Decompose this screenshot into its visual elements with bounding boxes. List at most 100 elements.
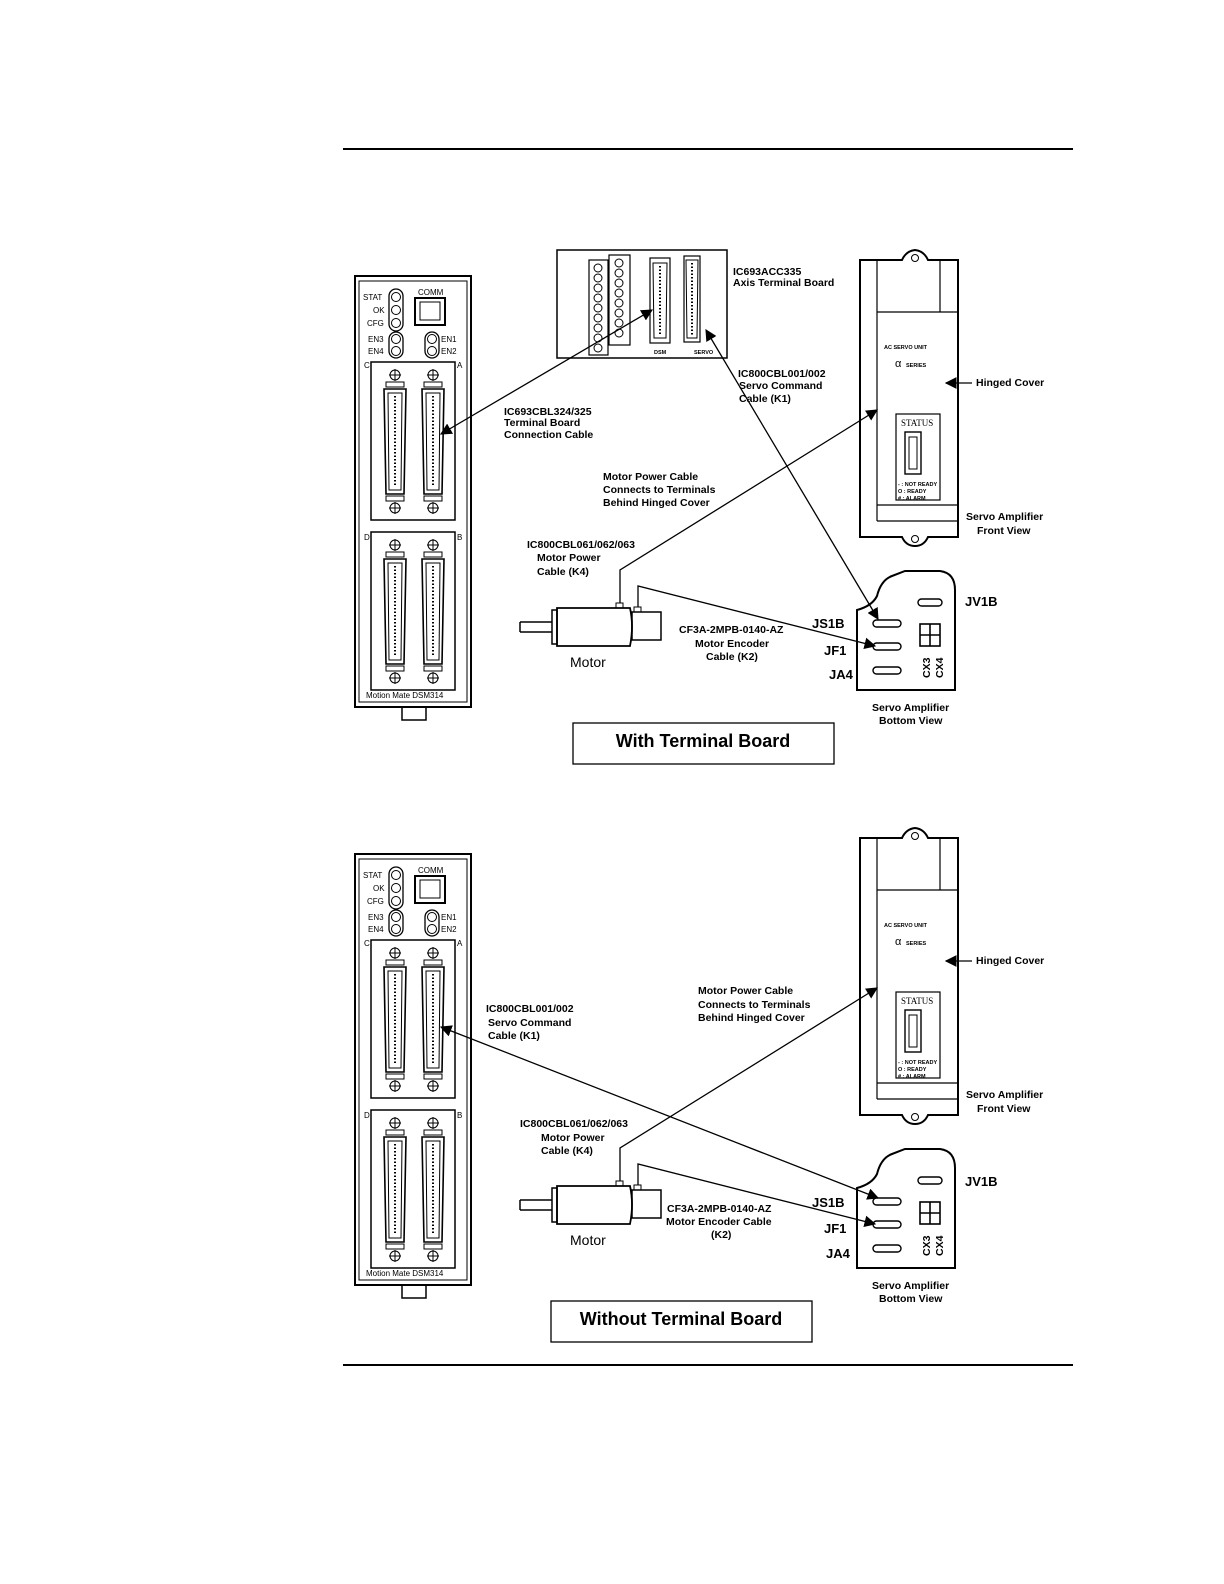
servo-cmd-part-number: IC800CBL001/002 (486, 1003, 574, 1015)
cx4-label: CX4 (934, 657, 946, 678)
motor-power-cable-line (619, 409, 878, 603)
terminal-board-part-number: IC693ACC335 (733, 266, 801, 278)
bottom-view-label-1: Servo Amplifier (872, 1280, 949, 1292)
motor-power-cable-part: IC800CBL061/062/063 (520, 1118, 628, 1130)
dsm-comm-label: COMM (418, 866, 444, 875)
cx3-label: CX3 (921, 1235, 933, 1256)
encoder-part-number: CF3A-2MPB-0140-AZ (667, 1203, 772, 1215)
amp-alarm-label: # : ALARM (898, 496, 926, 502)
dsm-model-label: Motion Mate DSM314 (366, 1269, 444, 1278)
dsm-en1-label: EN1 (441, 913, 457, 922)
servo-cmd-name: Servo Command (739, 380, 822, 392)
title-box (550, 1300, 813, 1343)
amp-alpha-label: α (895, 936, 902, 948)
cx3-label: CX3 (921, 657, 933, 678)
bottom-view-label-2: Bottom View (879, 715, 943, 727)
diagram-title: Without Terminal Board (580, 1309, 783, 1329)
dsm-port-a-label: A (457, 939, 463, 948)
dsm-stat-label: STAT (363, 293, 382, 302)
motor (519, 602, 662, 647)
motor-power-note-1: Motor Power Cable (603, 471, 698, 483)
dsm-model-label: Motion Mate DSM314 (366, 691, 444, 700)
dsm-port-c-label: C (364, 939, 370, 948)
front-view-label-1: Servo Amplifier (966, 511, 1043, 523)
jf1-label: JF1 (824, 643, 846, 658)
amp-not-ready-label: - : NOT READY (898, 1060, 937, 1066)
front-view-label-2: Front View (977, 1103, 1031, 1115)
title-box (572, 722, 835, 765)
encoder-cable-line (637, 1163, 877, 1228)
top-rule (343, 148, 1073, 150)
amp-alpha-label: α (895, 358, 902, 370)
tb-servo-label: SERVO (694, 350, 714, 356)
encoder-part-number: CF3A-2MPB-0140-AZ (679, 624, 784, 636)
dsm-en4-label: EN4 (368, 925, 384, 934)
dsm-stat-label: STAT (363, 871, 382, 880)
diagram-title: With Terminal Board (616, 731, 791, 751)
encoder-id: Cable (K2) (706, 651, 758, 663)
encoder-id: (K2) (711, 1229, 731, 1241)
amp-ac-label: AC SERVO UNIT (884, 345, 928, 351)
motor-label: Motor (570, 1232, 606, 1248)
motor-label: Motor (570, 654, 606, 670)
terminal-board-name: Axis Terminal Board (733, 277, 834, 289)
motor-power-note-2: Connects to Terminals (698, 999, 811, 1011)
bottom-diagram: STAT OK CFG COMM EN3 EN4 EN1 EN2 C A D B… (354, 827, 1044, 1343)
front-view-label-2: Front View (977, 525, 1031, 537)
ja4-label: JA4 (826, 1246, 851, 1261)
amp-ready-label: O : READY (898, 1067, 927, 1073)
motor-power-note-3: Behind Hinged Cover (603, 497, 710, 509)
servo-cmd-part-number: IC800CBL001/002 (738, 368, 826, 380)
axis-terminal-board: DSM SERVO (556, 249, 728, 359)
motor-power-cable-id: Cable (K4) (541, 1145, 593, 1157)
motor-power-note-1: Motor Power Cable (698, 985, 793, 997)
cx4-label: CX4 (934, 1235, 946, 1256)
js1b-label: JS1B (812, 1195, 845, 1210)
js1b-label: JS1B (812, 616, 845, 631)
dsm-en1-label: EN1 (441, 335, 457, 344)
tb-cable-part-number: IC693CBL324/325 (504, 406, 592, 418)
dsm314-module: STAT OK CFG COMM EN3 EN4 EN1 EN2 C A D B… (354, 275, 472, 721)
dsm-port-d-label: D (364, 1111, 370, 1120)
dsm-port-a-label: A (457, 361, 463, 370)
dsm-en3-label: EN3 (368, 335, 384, 344)
motor-power-cable-line (619, 987, 878, 1181)
amp-alarm-label: # : ALARM (898, 1074, 926, 1080)
servo-cmd-id: Cable (K1) (488, 1030, 540, 1042)
dsm314-module: STAT OK CFG COMM EN3 EN4 EN1 EN2 C A D B… (354, 853, 472, 1299)
tb-cable-name-2: Connection Cable (504, 429, 593, 441)
dsm-comm-label: COMM (418, 288, 444, 297)
tb-dsm-label: DSM (654, 350, 667, 356)
servo-cmd-id: Cable (K1) (739, 393, 791, 405)
hinged-cover-label: Hinged Cover (976, 955, 1044, 967)
motor-power-note-2: Connects to Terminals (603, 484, 716, 496)
encoder-name: Motor Encoder Cable (666, 1216, 772, 1228)
bottom-rule (343, 1364, 1073, 1366)
encoder-cable-line (637, 585, 877, 650)
dsm-en3-label: EN3 (368, 913, 384, 922)
jf1-label: JF1 (824, 1221, 846, 1236)
tb-cable-name: Terminal Board (504, 417, 580, 429)
servo-command-cable-line (705, 328, 879, 621)
ja4-label: JA4 (829, 667, 854, 682)
bottom-view-label-1: Servo Amplifier (872, 702, 949, 714)
motor-power-cable-name: Motor Power (537, 552, 601, 564)
dsm-port-d-label: D (364, 533, 370, 542)
dsm-ok-label: OK (373, 884, 385, 893)
hinged-cover-label: Hinged Cover (976, 377, 1044, 389)
amp-ac-label: AC SERVO UNIT (884, 923, 928, 929)
amp-status-label: STATUS (901, 996, 933, 1006)
amp-status-label: STATUS (901, 418, 933, 428)
amp-not-ready-label: - : NOT READY (898, 482, 937, 488)
jv1b-label: JV1B (965, 1174, 998, 1189)
motor-power-cable-name: Motor Power (541, 1132, 605, 1144)
amp-ready-label: O : READY (898, 489, 927, 495)
motor-power-cable-part: IC800CBL061/062/063 (527, 539, 635, 551)
dsm-en2-label: EN2 (441, 925, 457, 934)
amp-series-label: SERIES (906, 363, 927, 369)
servo-cmd-name: Servo Command (488, 1017, 571, 1029)
motor-power-note-3: Behind Hinged Cover (698, 1012, 805, 1024)
dsm-port-c-label: C (364, 361, 370, 370)
motor (519, 1180, 662, 1225)
